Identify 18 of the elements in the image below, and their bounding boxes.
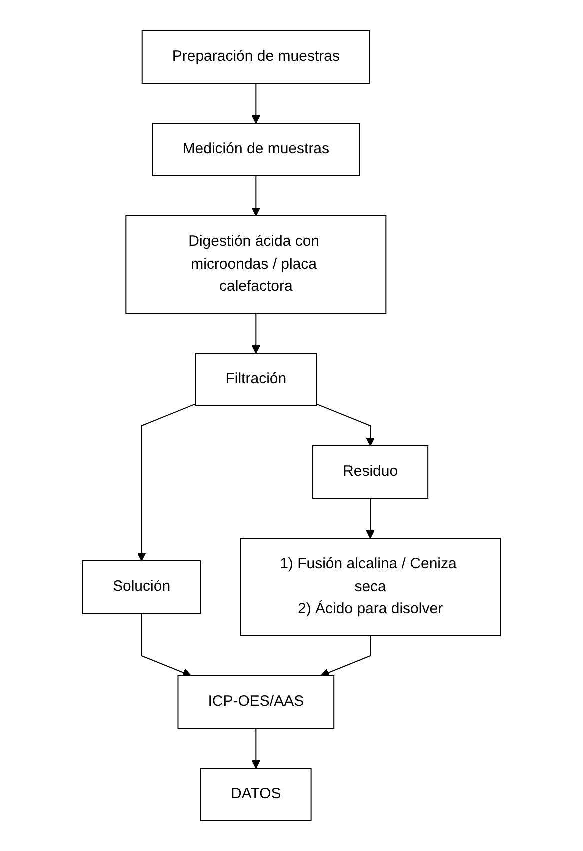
arrow (137, 403, 196, 561)
arrow (316, 403, 375, 446)
arrow (366, 498, 375, 538)
node-box: 1) Fusión alcalina / Ceniza seca 2) Ácido para disolver (240, 538, 501, 636)
arrow (251, 82, 260, 124)
node-box: Preparación de muestras (142, 30, 370, 84)
node-box: Digestión ácida con microondas / placa calefactora (125, 215, 386, 314)
arrow (320, 635, 371, 677)
node-box: Residuo (312, 445, 428, 498)
arrow (251, 175, 260, 216)
arrow (251, 312, 260, 354)
node-box: Solución (82, 560, 201, 614)
node-box: ICP-OES/AAS (177, 675, 334, 728)
arrow (251, 728, 260, 768)
node-box: DATOS (200, 768, 312, 821)
node-box: Filtración (194, 352, 317, 406)
node-box: Medición de muestras (152, 122, 360, 176)
arrow (141, 612, 192, 677)
